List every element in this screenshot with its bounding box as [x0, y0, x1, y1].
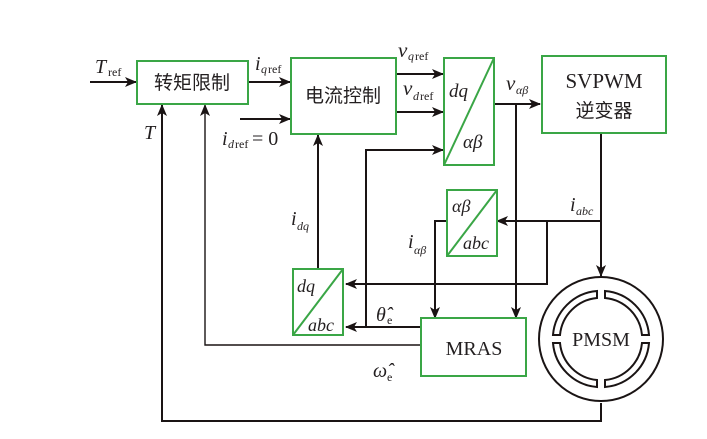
omega-to-torque-limit-arrow [200, 104, 421, 346]
tref-label: T ref [95, 56, 121, 79]
current-control-block: 电流控制 [290, 57, 397, 135]
svg-text:e: e [387, 313, 392, 327]
iqref-label: i q ref [255, 53, 281, 76]
svg-text:αβ: αβ [414, 243, 426, 257]
idq-label: i dq [291, 208, 309, 233]
svg-text:ref: ref [108, 65, 121, 79]
ialphabeta-label: i αβ [408, 231, 426, 257]
ialphabeta-to-mras-arrow [430, 220, 447, 319]
iabc-label: i abc [570, 194, 594, 218]
inverse-park-block: dq αβ [443, 57, 495, 166]
svg-text:e: e [387, 370, 392, 384]
svg-text:ref: ref [268, 62, 281, 76]
svg-text:q: q [261, 62, 267, 76]
svg-text:d: d [413, 89, 420, 103]
current-control-label: 电流控制 [305, 85, 381, 107]
torque-limit-block: 转矩限制 [136, 60, 249, 105]
svg-text:ref: ref [415, 49, 428, 63]
svg-text:i: i [291, 208, 297, 230]
svg-text:d: d [228, 137, 235, 151]
theta-to-invpark-arrow [365, 145, 444, 327]
svpwm-inverter-block: SVPWM 逆变器 [541, 55, 667, 134]
svg-text:ref: ref [235, 137, 248, 151]
svg-text:dq: dq [297, 219, 309, 233]
svg-text:i: i [408, 231, 414, 253]
svg-text:= 0: = 0 [252, 128, 278, 150]
svg-text:i: i [570, 194, 576, 216]
clarke-bottom-label: abc [463, 233, 489, 253]
clarke-top-label: αβ [452, 196, 470, 216]
pmsm-label: PMSM [572, 329, 630, 351]
mras-block: MRAS [420, 317, 527, 377]
torque-feedback-label: T [144, 122, 157, 144]
svg-text:T: T [95, 56, 108, 78]
vdref-label: v d ref [403, 76, 433, 103]
svg-text:T: T [144, 122, 157, 144]
vqref-label: v q ref [398, 38, 428, 63]
clarke-block: αβ abc [446, 189, 498, 257]
inverse-park-top-label: dq [449, 81, 469, 102]
svg-text:v: v [403, 76, 413, 100]
inverse-park-bottom-label: αβ [463, 132, 483, 153]
omega-label: ω̂ e [373, 360, 395, 384]
inverter-label: 逆变器 [575, 100, 632, 122]
svg-text:ref: ref [420, 89, 433, 103]
torque-feedback-arrow [157, 104, 602, 422]
park-block: dq abc [292, 268, 344, 336]
theta-label: θ̂ e [376, 304, 394, 327]
torque-limit-label: 转矩限制 [154, 72, 230, 94]
svpwm-label: SVPWM [565, 69, 642, 93]
svg-text:abc: abc [576, 204, 594, 218]
pmsm-motor: PMSM [538, 276, 664, 402]
svg-text:i: i [255, 53, 261, 75]
svg-text:v: v [398, 38, 408, 62]
park-bottom-label: abc [308, 315, 334, 335]
svg-text:αβ: αβ [516, 83, 528, 97]
svg-text:q: q [408, 49, 414, 63]
idref-label: i d ref = 0 [222, 128, 278, 151]
svg-text:v: v [506, 71, 516, 95]
valphabeta-label: v αβ [506, 71, 528, 97]
mras-label: MRAS [446, 338, 503, 360]
park-top-label: dq [297, 276, 315, 296]
iabc-to-park-arrow [345, 221, 548, 289]
svg-text:i: i [222, 128, 228, 150]
